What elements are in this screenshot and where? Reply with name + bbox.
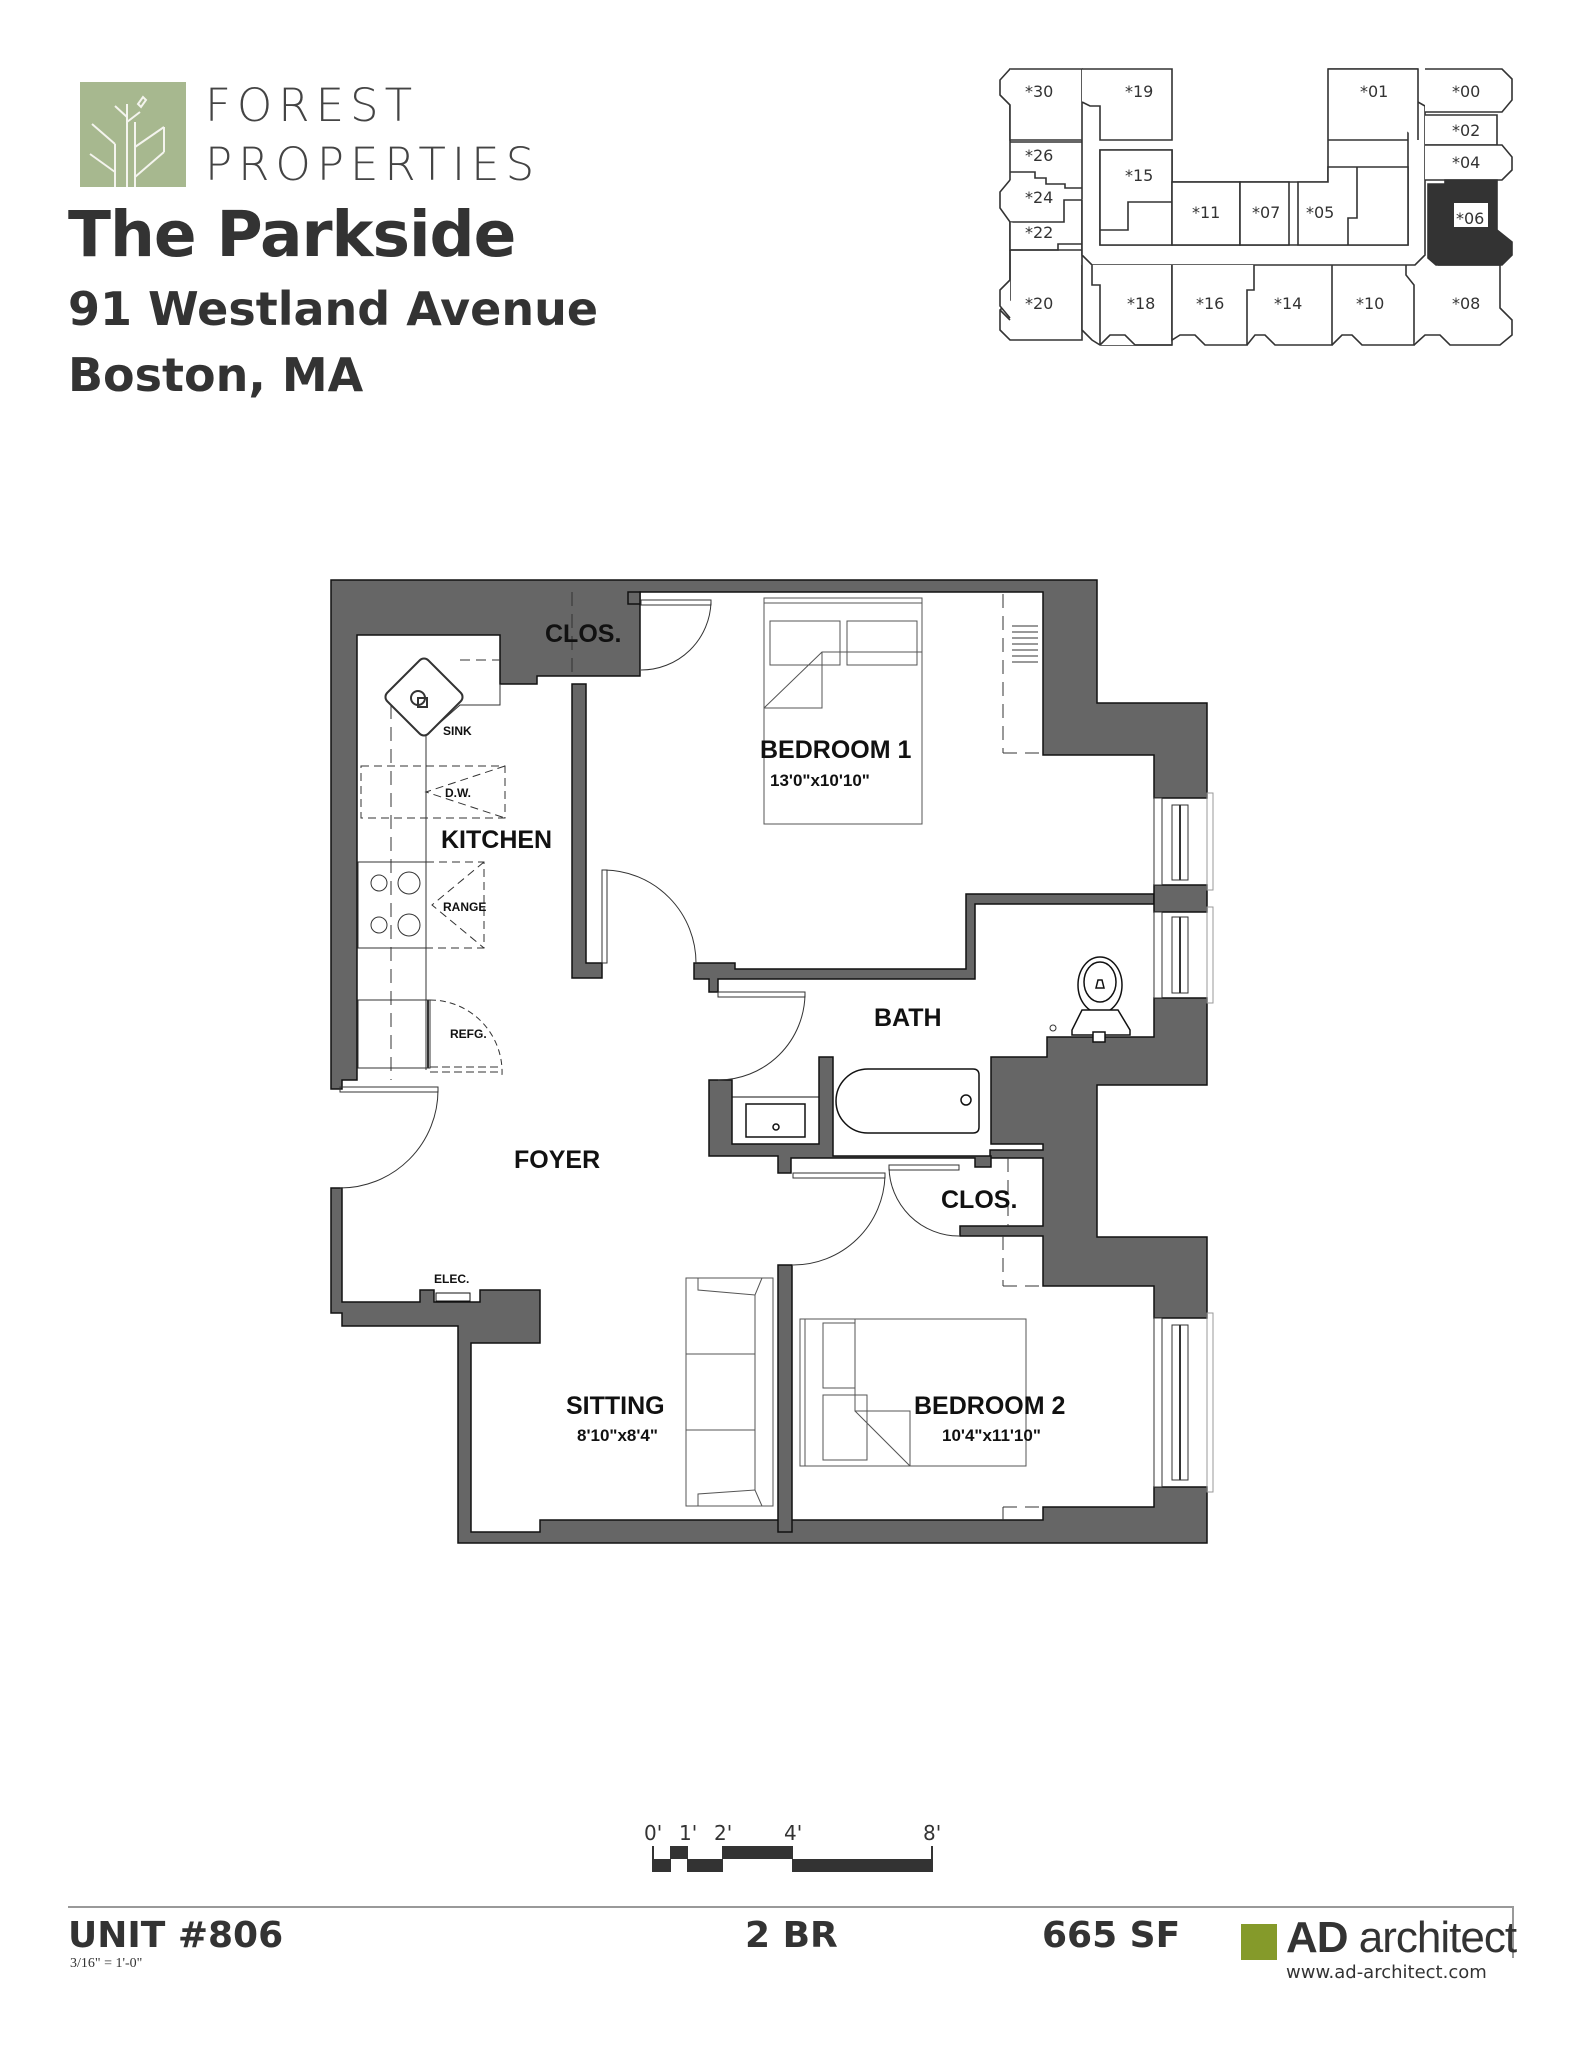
ad-architect-logo-rest: architect xyxy=(1347,1913,1517,1962)
svg-text:*02: *02 xyxy=(1452,121,1480,140)
svg-text:*04: *04 xyxy=(1452,153,1480,172)
bed-icon-bedroom-1 xyxy=(763,597,923,825)
footer-divider xyxy=(68,1906,1513,1908)
room-labels: CLOS. BEDROOM 1 13'0"x10'10" SINK D.W. K… xyxy=(434,620,1065,1445)
closet-shelves xyxy=(571,592,1043,1520)
vanity-sink-icon xyxy=(732,1096,819,1138)
svg-text:2': 2' xyxy=(714,1821,732,1845)
bedroom-1-dimensions: 13'0"x10'10" xyxy=(770,771,870,790)
address-city: Boston, MA xyxy=(68,348,364,402)
vent-icon xyxy=(1012,625,1038,663)
svg-text:*20: *20 xyxy=(1025,294,1053,313)
sink-icon xyxy=(384,657,464,737)
svg-text:*30: *30 xyxy=(1025,82,1053,101)
ad-architect-logo-bold: AD xyxy=(1286,1913,1349,1962)
dishwasher-outline xyxy=(360,765,506,819)
bed-icon-bedroom-2 xyxy=(799,1318,1027,1467)
foyer-label: FOYER xyxy=(514,1146,600,1174)
bedroom-count: 2 BR xyxy=(745,1915,838,1956)
closet-2-label: CLOS. xyxy=(941,1186,1017,1214)
key-plan xyxy=(999,68,1513,346)
bath-label: BATH xyxy=(874,1004,942,1032)
forest-properties-logo xyxy=(80,82,186,187)
svg-text:*14: *14 xyxy=(1274,294,1302,313)
windows xyxy=(1153,792,1214,1493)
svg-text:*26: *26 xyxy=(1025,146,1053,165)
svg-text:*19: *19 xyxy=(1125,82,1153,101)
ad-architect-logo-text: AD architect xyxy=(1286,1913,1517,1963)
electrical-panel xyxy=(435,1292,471,1302)
kitchen-label: KITCHEN xyxy=(441,826,552,854)
doors xyxy=(339,599,960,1266)
sitting-dimensions: 8'10"x8'4" xyxy=(577,1426,658,1445)
tree-sprout-icon xyxy=(89,95,165,187)
brand-name-line1: FOREST xyxy=(205,79,419,132)
floor-drain-icon xyxy=(1049,1024,1057,1032)
footer-divider-tick xyxy=(1512,1906,1514,1958)
svg-text:*15: *15 xyxy=(1125,166,1153,185)
range-label: RANGE xyxy=(443,900,486,914)
svg-text:*01: *01 xyxy=(1360,82,1388,101)
bathtub-icon xyxy=(835,1068,980,1134)
drawing-scale-note: 3/16" = 1'-0" xyxy=(70,1956,143,1971)
svg-text:*00: *00 xyxy=(1452,82,1480,101)
bedroom-2-dimensions: 10'4"x11'10" xyxy=(942,1426,1041,1445)
refrigerator-label: REFG. xyxy=(450,1027,487,1041)
ad-architect-url[interactable]: www.ad-architect.com xyxy=(1286,1962,1487,1983)
key-plan-labels: *30 *19 *01 *00 *02 *04 *26 *15 *24 *22 … xyxy=(1025,82,1484,313)
brand-name-line2: PROPERTIES xyxy=(205,138,541,191)
svg-text:*08: *08 xyxy=(1452,294,1480,313)
svg-text:*18: *18 xyxy=(1127,294,1155,313)
floor-plan-walls xyxy=(330,579,1208,1544)
svg-text:0': 0' xyxy=(644,1821,662,1845)
svg-text:*06: *06 xyxy=(1456,209,1484,228)
svg-text:1': 1' xyxy=(679,1821,697,1845)
sink-label: SINK xyxy=(443,724,472,738)
svg-text:*11: *11 xyxy=(1192,203,1220,222)
scale-bar: 0' 1' 2' 4' 8' xyxy=(644,1821,941,1872)
svg-text:*16: *16 xyxy=(1196,294,1224,313)
square-footage: 665 SF xyxy=(1042,1915,1181,1956)
kitchen-fixtures xyxy=(357,657,506,1080)
svg-text:*07: *07 xyxy=(1252,203,1280,222)
bedroom-1-label: BEDROOM 1 xyxy=(760,736,912,764)
electrical-label: ELEC. xyxy=(434,1272,469,1286)
ad-architect-logo-square-icon xyxy=(1241,1924,1277,1960)
svg-text:4': 4' xyxy=(784,1821,802,1845)
svg-text:*05: *05 xyxy=(1306,203,1334,222)
toilet-icon xyxy=(1071,956,1131,1043)
range-icon xyxy=(357,861,485,949)
closet-1-label: CLOS. xyxy=(545,620,621,648)
sitting-label: SITTING xyxy=(566,1392,665,1420)
bedroom-2-label: BEDROOM 2 xyxy=(914,1392,1065,1420)
svg-text:*22: *22 xyxy=(1025,223,1053,242)
address-street: 91 Westland Avenue xyxy=(68,282,599,336)
property-title: The Parkside xyxy=(68,198,516,271)
svg-text:8': 8' xyxy=(923,1821,941,1845)
unit-number: UNIT #806 xyxy=(68,1915,284,1956)
svg-text:*10: *10 xyxy=(1356,294,1384,313)
svg-text:*24: *24 xyxy=(1025,188,1053,207)
sofa-icon xyxy=(685,1277,774,1507)
dishwasher-label: D.W. xyxy=(445,786,471,800)
